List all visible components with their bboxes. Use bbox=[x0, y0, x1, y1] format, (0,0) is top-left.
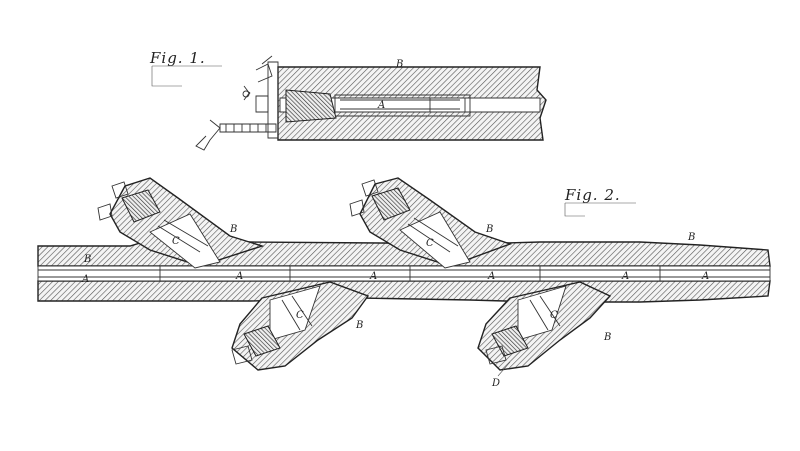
label-c-branch3: C bbox=[296, 310, 304, 321]
figure-1-insert bbox=[285, 89, 337, 123]
label-b-left: B bbox=[83, 254, 91, 265]
figure-2: Fig. 2. bbox=[37, 177, 771, 389]
figure-1-title: Fig. 1. bbox=[149, 49, 206, 67]
figure-1-title-underline bbox=[151, 65, 222, 87]
upper-branch-1-insert bbox=[121, 189, 161, 223]
label-a-mid1: A bbox=[235, 271, 243, 282]
figure-2-title: Fig. 2. bbox=[564, 186, 621, 204]
label-c-branch2: C bbox=[426, 238, 434, 249]
figure-1: Fig. 1. B A bbox=[149, 49, 547, 151]
lower-branch-1-insert bbox=[243, 325, 281, 357]
label-a-mid2: A bbox=[369, 271, 377, 282]
figure-2-title-underline bbox=[564, 202, 636, 217]
label-c-branch1: C bbox=[172, 236, 180, 247]
label-b-branch4: B bbox=[603, 332, 611, 343]
label-a-right: A bbox=[701, 271, 709, 282]
figure-1-bore bbox=[279, 97, 541, 113]
label-a-mid3: A bbox=[487, 271, 495, 282]
label-d: D bbox=[491, 378, 500, 389]
label-a-mid4: A bbox=[621, 271, 629, 282]
figure-1-label-a: A bbox=[377, 100, 385, 111]
label-b-right: B bbox=[687, 232, 695, 243]
label-c-branch4: C bbox=[550, 310, 558, 321]
label-b-branch3: B bbox=[355, 320, 363, 331]
label-b-branch2: B bbox=[485, 224, 493, 235]
lower-branch-2-insert bbox=[491, 325, 529, 357]
label-b-branch1: B bbox=[229, 224, 237, 235]
main-rod-lower bbox=[37, 280, 771, 303]
upper-branch-2-insert bbox=[371, 187, 411, 221]
figure-1-label-b: B bbox=[395, 59, 403, 70]
label-a-left: A bbox=[81, 274, 89, 285]
